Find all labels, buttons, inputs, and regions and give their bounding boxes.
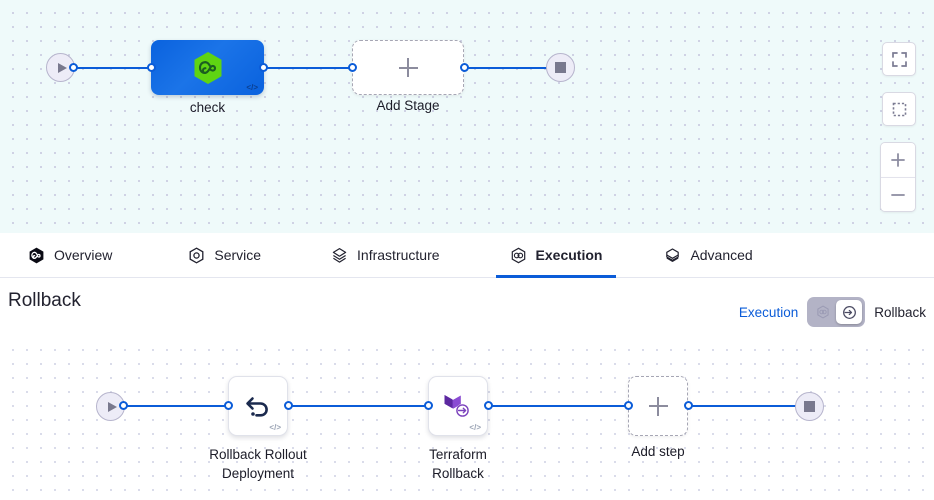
play-icon <box>57 62 67 73</box>
toggle-execution-label[interactable]: Execution <box>738 304 799 320</box>
port-addstage-out[interactable] <box>460 63 469 72</box>
tab-execution-label: Execution <box>535 247 603 263</box>
selection-button[interactable] <box>882 92 916 126</box>
stage-label-check: check <box>189 100 226 115</box>
add-step-node[interactable] <box>628 376 688 436</box>
zoom-out-button[interactable] <box>881 177 915 211</box>
step-label-line1: Terraform <box>429 447 487 462</box>
rollback-arrow-icon <box>842 305 856 319</box>
tab-service[interactable]: Service <box>174 233 275 277</box>
tab-infrastructure-label: Infrastructure <box>357 247 440 263</box>
toggle-segment-execution[interactable] <box>810 300 836 324</box>
stop-icon <box>555 62 566 73</box>
plus-icon <box>398 58 418 77</box>
port-start-out[interactable] <box>69 63 78 72</box>
rollback-end-node[interactable] <box>795 392 824 421</box>
connector-addstep-to-end <box>688 405 806 407</box>
tab-overview[interactable]: Overview <box>14 233 126 277</box>
zoom-in-button[interactable] <box>881 143 915 177</box>
terraform-rollback-icon <box>444 395 470 418</box>
port-addstep-out[interactable] <box>684 401 693 410</box>
rollback-canvas[interactable]: </> Rollback Rollout Deployment <box>0 337 934 500</box>
execution-icon <box>511 247 525 263</box>
stop-icon <box>804 401 815 412</box>
harness-green-hexagon-icon <box>194 51 221 84</box>
port-step2-out[interactable] <box>484 401 493 410</box>
step-node-terraform-rollback[interactable]: </> <box>428 376 488 436</box>
step-label-terraform-rollback: Terraform Rollback <box>388 445 528 483</box>
step-label-line2: Rollback <box>432 466 484 481</box>
tab-service-label: Service <box>214 247 262 263</box>
connector-check-to-addstage <box>263 67 356 69</box>
add-stage-node[interactable] <box>352 40 464 95</box>
infrastructure-icon <box>332 247 347 263</box>
toggle-segment-rollback[interactable] <box>836 300 863 324</box>
step-label-rollback-rollout-deployment: Rollback Rollout Deployment <box>178 445 338 483</box>
tab-advanced[interactable]: Advanced <box>650 233 766 277</box>
port-check-in[interactable] <box>147 63 156 72</box>
rollback-start-node[interactable] <box>96 392 125 421</box>
port-addstep-in[interactable] <box>624 401 633 410</box>
execution-rollback-toggle[interactable] <box>807 297 866 327</box>
connector-start-to-step1 <box>123 405 231 407</box>
rollback-header: Rollback Execution <box>0 278 934 337</box>
stage-canvas[interactable]: </> check Add Stage <box>0 0 934 233</box>
step-label-line2: Deployment <box>221 466 295 481</box>
tab-execution[interactable]: Execution <box>495 233 617 278</box>
port-rb-start-out[interactable] <box>119 401 128 410</box>
port-step1-out[interactable] <box>284 401 293 410</box>
undo-arrow-icon <box>246 397 268 417</box>
tab-overview-label: Overview <box>54 247 113 263</box>
connector-start-to-check <box>73 67 157 69</box>
stage-tab-bar: Overview Service Infrastructure <box>0 233 934 278</box>
step-label-line1: Rollback Rollout <box>209 447 307 462</box>
plus-icon <box>648 396 668 416</box>
execution-icon <box>817 305 829 319</box>
code-badge-icon: </> <box>246 83 258 92</box>
page-title: Rollback <box>8 290 81 311</box>
stage-node-check[interactable]: </> <box>151 40 264 95</box>
advanced-icon <box>666 247 680 262</box>
tab-advanced-label: Advanced <box>690 247 753 263</box>
add-step-label: Add step <box>631 444 685 459</box>
code-badge-icon: </> <box>469 423 481 432</box>
connector-step2-to-addstep <box>488 405 630 407</box>
port-addstage-in[interactable] <box>348 63 357 72</box>
canvas-controls-top <box>882 42 916 126</box>
fullscreen-icon <box>891 51 907 67</box>
pipeline-end-node[interactable] <box>546 53 575 82</box>
plus-icon <box>891 153 905 167</box>
tab-infrastructure[interactable]: Infrastructure <box>317 233 453 277</box>
port-step1-in[interactable] <box>224 401 233 410</box>
add-stage-label: Add Stage <box>376 98 440 113</box>
connector-addstage-to-end <box>460 67 560 69</box>
selection-box-icon <box>892 102 906 116</box>
toggle-rollback-label: Rollback <box>874 304 926 320</box>
minus-icon <box>891 193 905 196</box>
service-hex-icon <box>189 246 204 264</box>
execution-rollback-toggle-group: Execution Rollback <box>739 297 926 327</box>
port-check-out[interactable] <box>259 63 268 72</box>
play-icon <box>107 401 117 412</box>
harness-logo-icon <box>29 247 44 263</box>
zoom-controls <box>880 142 916 212</box>
fullscreen-button[interactable] <box>882 42 916 76</box>
connector-step1-to-step2 <box>288 405 430 407</box>
port-step2-in[interactable] <box>424 401 433 410</box>
step-node-rollback-rollout-deployment[interactable]: </> <box>228 376 288 436</box>
code-badge-icon: </> <box>269 423 281 432</box>
